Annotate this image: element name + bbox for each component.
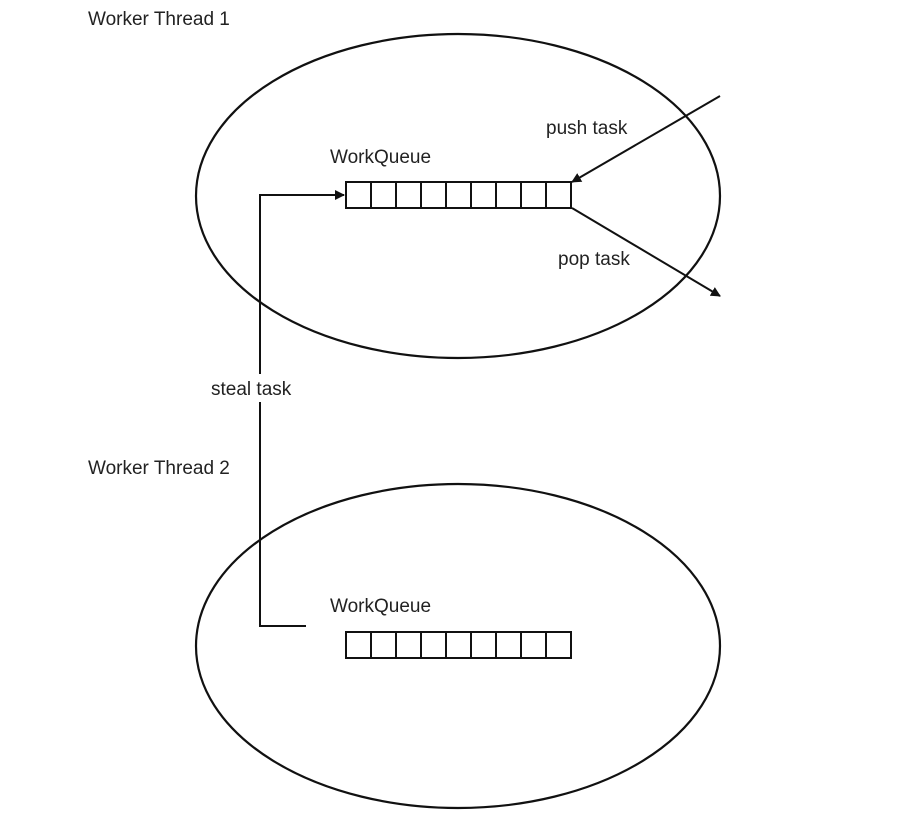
queue-2-cell — [520, 631, 547, 659]
work-queue-1-label: WorkQueue — [330, 147, 431, 168]
work-queue-1 — [345, 181, 572, 209]
push-task-edge: push task — [546, 95, 721, 183]
pop-task-edge: pop task — [558, 207, 721, 297]
worker-thread-2-ellipse — [194, 482, 722, 810]
queue-2-cell — [445, 631, 472, 659]
work-queue-2-label: WorkQueue — [330, 596, 431, 617]
queue-1-cell — [345, 181, 372, 209]
queue-2-cell — [345, 631, 372, 659]
push-task-arrow — [571, 95, 721, 183]
worker-thread-1: Worker Thread 1 WorkQueue — [88, 9, 722, 360]
queue-1-cell — [370, 181, 397, 209]
worker-thread-1-ellipse — [194, 32, 722, 360]
queue-1-cell — [495, 181, 522, 209]
pop-task-label: pop task — [558, 249, 630, 270]
queue-1-cell — [445, 181, 472, 209]
steal-task-label-bg — [206, 374, 310, 402]
queue-1-cell — [395, 181, 422, 209]
queue-1-cell — [545, 181, 572, 209]
steal-task-label: steal task — [211, 379, 292, 400]
steal-task-arrow — [259, 190, 345, 627]
push-task-label: push task — [546, 118, 628, 139]
work-queue-2 — [345, 631, 572, 659]
pop-task-arrow — [571, 207, 721, 297]
worker-thread-2-label: Worker Thread 2 — [88, 458, 230, 479]
queue-2-cell — [545, 631, 572, 659]
worker-thread-2: Worker Thread 2 WorkQueue — [88, 458, 722, 810]
queue-2-cell — [495, 631, 522, 659]
queue-1-cell — [470, 181, 497, 209]
queue-2-cell — [395, 631, 422, 659]
queue-2-cell — [470, 631, 497, 659]
queue-1-cell — [520, 181, 547, 209]
queue-2-cell — [420, 631, 447, 659]
steal-task-edge: steal task — [206, 190, 345, 627]
queue-2-cell — [370, 631, 397, 659]
worker-thread-1-label: Worker Thread 1 — [88, 9, 230, 30]
queue-1-cell — [420, 181, 447, 209]
